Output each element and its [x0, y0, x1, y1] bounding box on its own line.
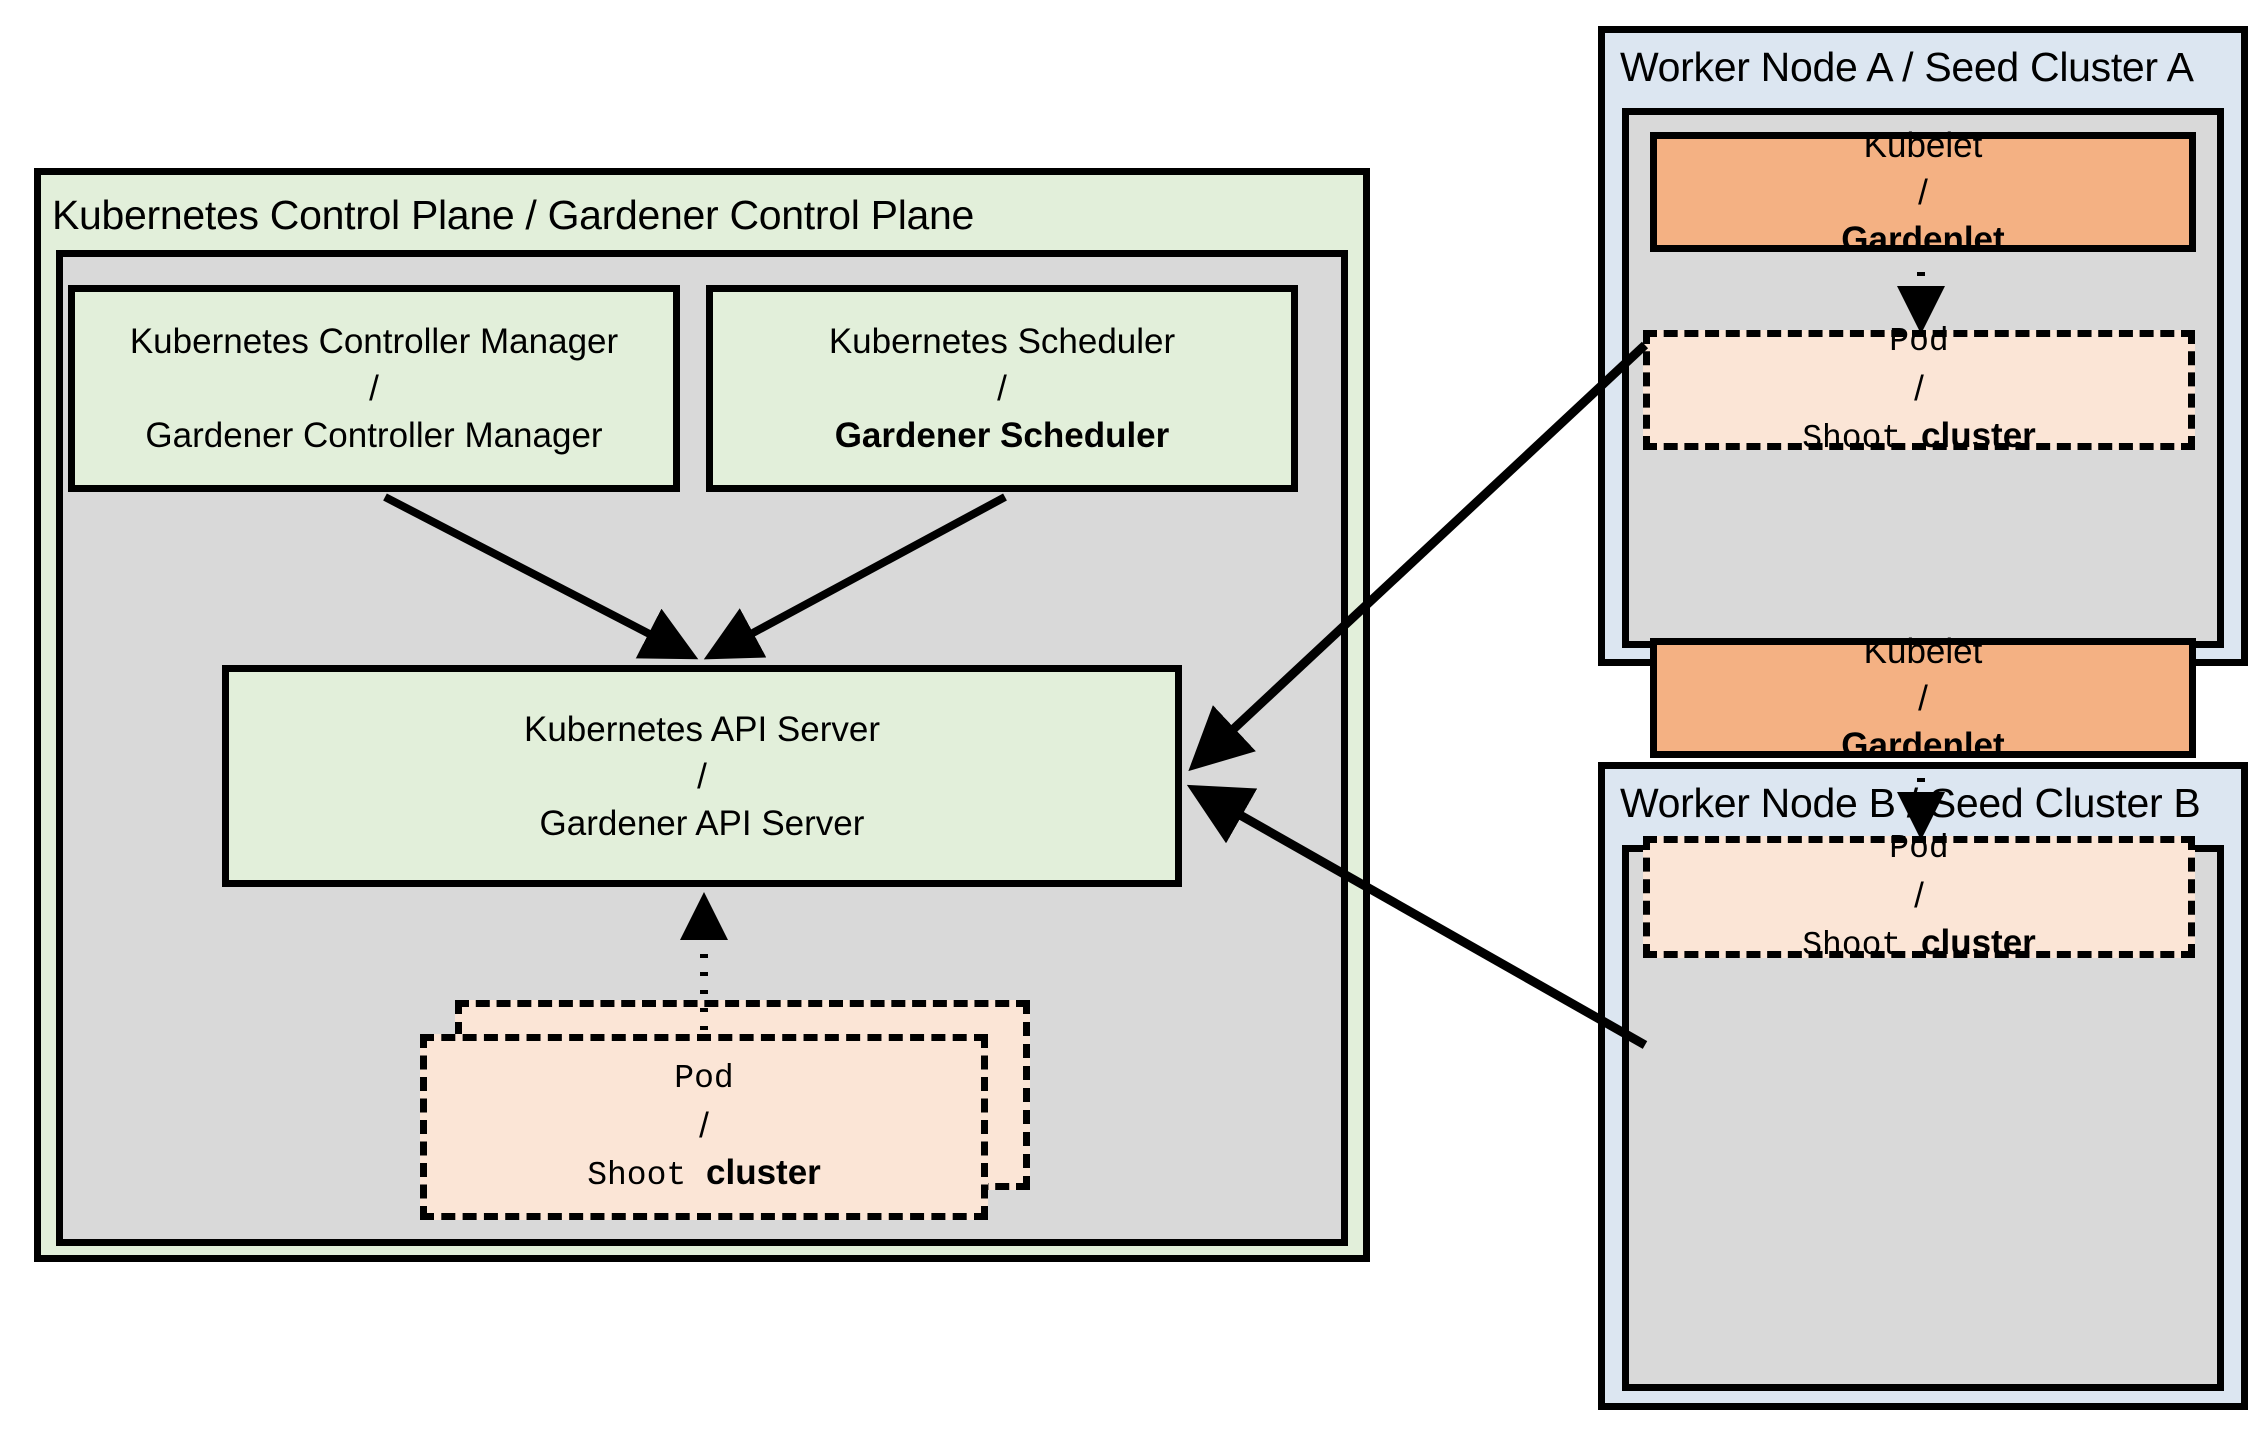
kubernetes-api-server-box[interactable]: Kubernetes API Server / Gardener API Ser…	[222, 665, 1182, 887]
gardenlet-b-line2: Gardenlet	[1841, 725, 2005, 765]
controller-manager-separator: /	[369, 369, 379, 408]
kubelet-b-line1: Kubelet	[1863, 631, 1983, 671]
pod-a-shoot-word: Shoot	[1802, 420, 1922, 457]
worker-node-a-title: Worker Node A / Seed Cluster A	[1620, 44, 2194, 90]
kubelet-gardenlet-b-box[interactable]: Kubelet / Gardenlet	[1650, 632, 2196, 765]
pod-a-cluster-word: cluster	[1921, 416, 2036, 455]
worker-node-a-pod-box[interactable]: Pod / Shoot cluster	[1643, 323, 2195, 457]
pod-a-line1: Pod	[1889, 323, 1949, 360]
pod-b-cluster-word: cluster	[1921, 923, 2036, 962]
scheduler-line1: Kubernetes Scheduler	[828, 322, 1176, 361]
kubelet-a-separator: /	[1918, 172, 1928, 212]
kubernetes-scheduler-box[interactable]: Kubernetes Scheduler / Gardener Schedule…	[706, 285, 1298, 492]
worker-node-b-title: Worker Node B / Seed Cluster B	[1620, 780, 2201, 826]
pod-b-shoot-word: Shoot	[1802, 927, 1922, 964]
api-server-line2: Gardener API Server	[539, 803, 865, 843]
pod-b-separator: /	[1914, 876, 1924, 915]
control-plane-pod-separator: /	[699, 1106, 709, 1145]
pod-b-line2: Shoot cluster	[1802, 919, 2036, 969]
pod-a-separator: /	[1914, 369, 1924, 408]
scheduler-line2: Gardener Scheduler	[834, 416, 1170, 455]
kubelet-gardenlet-a-box[interactable]: Kubelet / Gardenlet	[1650, 126, 2196, 259]
worker-node-b-pod-box[interactable]: Pod / Shoot cluster	[1643, 830, 2195, 964]
api-server-line1: Kubernetes API Server	[523, 709, 881, 749]
control-plane-pod-box[interactable]: Pod / Shoot cluster	[420, 1034, 988, 1220]
controller-manager-line2: Gardener Controller Manager	[145, 416, 603, 455]
pod-b-line1: Pod	[1889, 830, 1949, 867]
scheduler-separator: /	[997, 369, 1007, 408]
kubernetes-controller-manager-box[interactable]: Kubernetes Controller Manager / Gardener…	[68, 285, 680, 492]
control-plane-pod-cluster-word: cluster	[706, 1153, 821, 1192]
control-plane-pod-line2: Shoot cluster	[587, 1149, 821, 1199]
kubelet-b-separator: /	[1918, 678, 1928, 718]
kubelet-a-line1: Kubelet	[1863, 125, 1983, 165]
pod-a-line2: Shoot cluster	[1802, 412, 2036, 462]
control-plane-pod-line1: Pod	[674, 1060, 734, 1097]
controller-manager-line1: Kubernetes Controller Manager	[129, 322, 619, 361]
gardenlet-a-line2: Gardenlet	[1841, 219, 2005, 259]
control-plane-title: Kubernetes Control Plane / Gardener Cont…	[52, 192, 975, 238]
control-plane-pod-shoot-word: Shoot	[587, 1157, 707, 1194]
api-server-separator: /	[697, 756, 707, 796]
